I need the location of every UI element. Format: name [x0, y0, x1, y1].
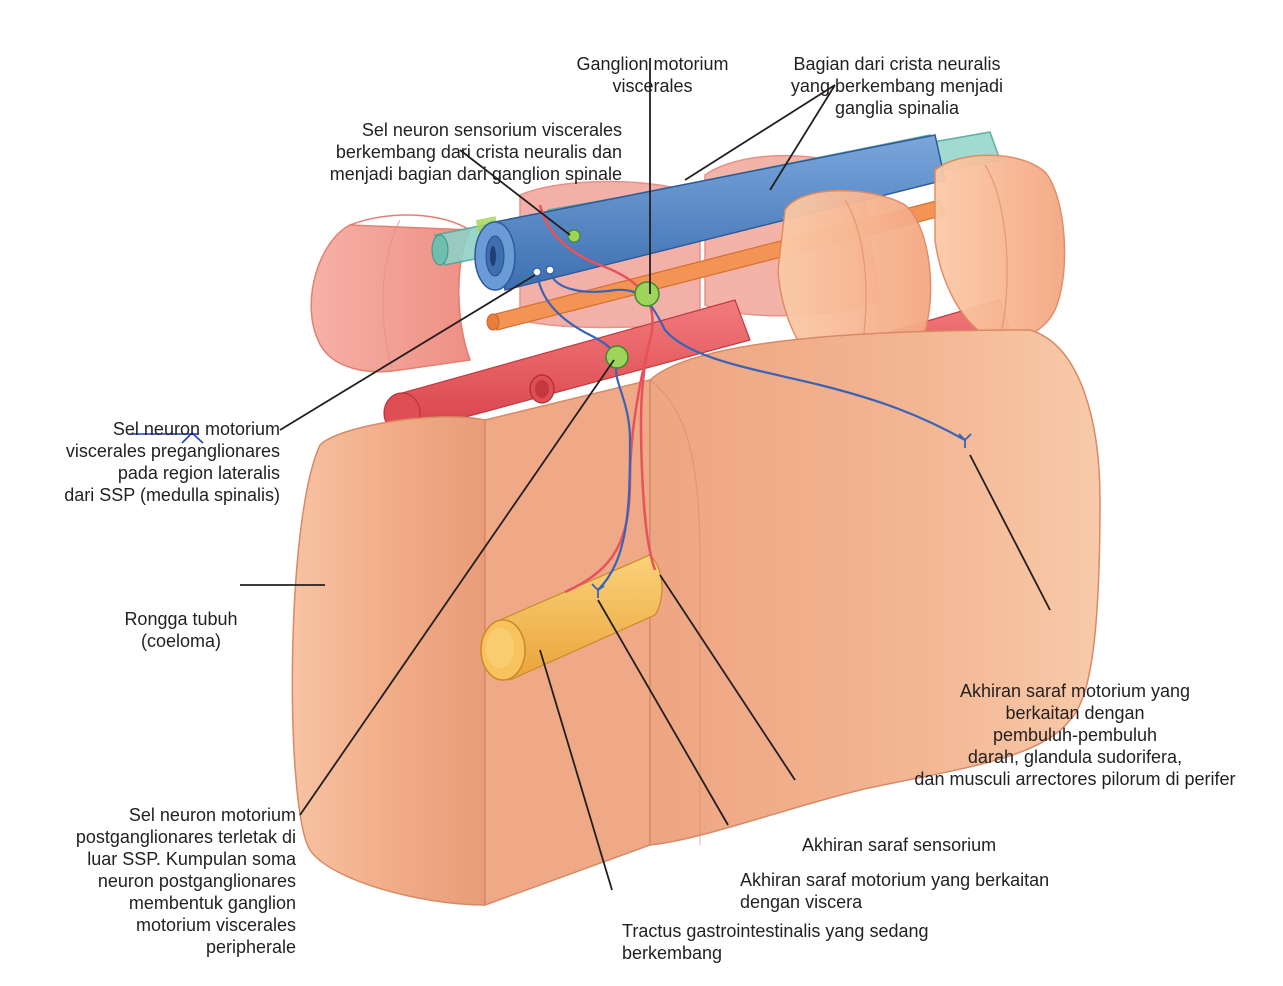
- body-wall-left: [292, 380, 650, 905]
- label-rongga-tubuh: Rongga tubuh(coeloma): [106, 564, 256, 674]
